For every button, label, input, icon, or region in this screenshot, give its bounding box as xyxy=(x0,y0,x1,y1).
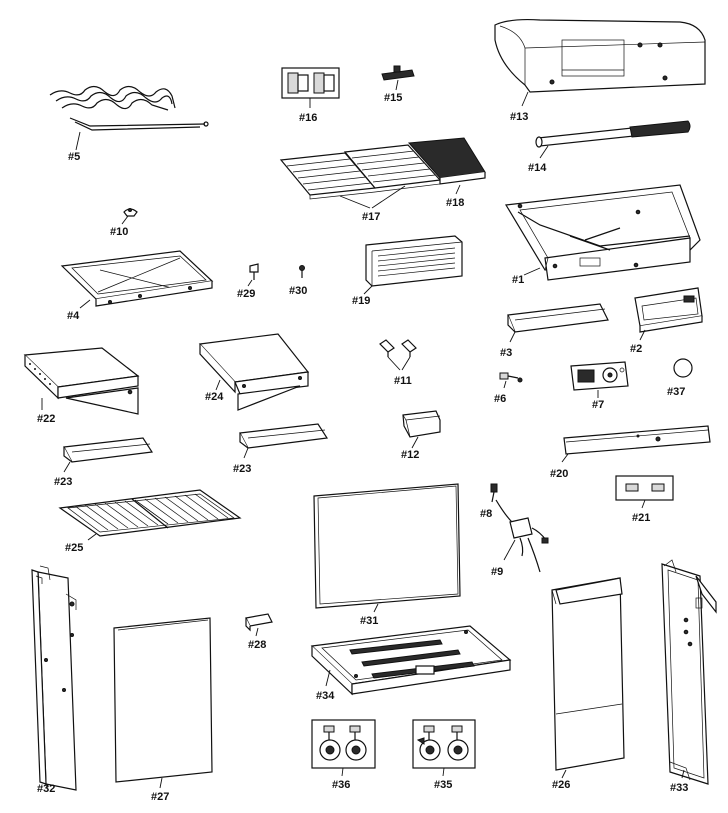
label-part-37: #37 xyxy=(667,386,685,398)
part-29-fastener xyxy=(249,263,259,280)
part-8-probe xyxy=(490,483,498,503)
part-23-panel-left xyxy=(63,437,154,463)
part-16-hinges xyxy=(281,67,340,99)
label-part-33: #33 xyxy=(670,782,688,794)
label-part-22: #22 xyxy=(37,413,55,425)
part-5-heating-element xyxy=(49,85,209,131)
label-part-17: #17 xyxy=(362,211,380,223)
label-part-16: #16 xyxy=(299,112,317,124)
label-part-9: #9 xyxy=(491,566,503,578)
part-3-control-cover xyxy=(507,303,609,333)
label-part-27: #27 xyxy=(151,791,169,803)
label-part-5: #5 xyxy=(68,151,80,163)
part-7-control-board xyxy=(570,361,629,391)
label-part-11: #11 xyxy=(394,375,412,387)
label-part-10: #10 xyxy=(110,226,128,238)
label-part-12: #12 xyxy=(401,449,419,461)
label-part-4: #4 xyxy=(67,310,80,322)
label-part-24: #24 xyxy=(205,391,224,403)
part-24-side-shelf xyxy=(198,333,310,411)
label-part-23-right: #23 xyxy=(233,463,251,475)
label-part-2: #2 xyxy=(630,343,642,355)
part-27-door xyxy=(113,617,213,783)
part-10-bracket xyxy=(123,208,138,217)
part-18-griddle-plate xyxy=(407,137,486,185)
label-part-7: #7 xyxy=(592,399,604,411)
label-part-28: #28 xyxy=(248,639,266,651)
label-part-26: #26 xyxy=(552,779,570,791)
part-11-brackets xyxy=(379,339,417,357)
part-19-vent-panel xyxy=(365,235,463,287)
part-35-locking-casters xyxy=(412,719,476,769)
part-9-power-supply xyxy=(495,499,549,573)
part-28-bracket xyxy=(245,613,273,632)
label-part-31: #31 xyxy=(360,615,378,627)
label-part-29: #29 xyxy=(237,288,255,300)
label-part-20: #20 xyxy=(550,468,568,480)
label-part-30: #30 xyxy=(289,285,307,297)
label-part-19: #19 xyxy=(352,295,370,307)
label-part-21: #21 xyxy=(632,512,650,524)
part-30-screw xyxy=(299,265,305,278)
part-26-right-door xyxy=(551,577,625,771)
label-part-8: #8 xyxy=(480,508,492,520)
part-15-clip xyxy=(381,65,415,81)
label-part-15: #15 xyxy=(384,92,402,104)
part-23-panel-right xyxy=(239,423,329,449)
part-21-clips xyxy=(615,475,674,501)
label-part-34: #34 xyxy=(316,690,335,702)
part-36-casters xyxy=(311,719,376,769)
label-part-13: #13 xyxy=(510,111,528,123)
part-34-base-frame xyxy=(310,625,512,696)
part-14-handle xyxy=(535,120,691,148)
part-33-right-side-panel xyxy=(661,559,717,785)
part-22-side-shelf xyxy=(23,347,140,415)
part-1-firebox xyxy=(505,184,701,281)
label-part-36: #36 xyxy=(332,779,350,791)
part-25-warming-rack xyxy=(58,489,242,537)
label-part-14: #14 xyxy=(528,162,547,174)
part-12-grease-cup xyxy=(402,410,441,438)
label-part-1: #1 xyxy=(512,274,524,286)
part-2-controller-box xyxy=(634,287,703,333)
part-6-igniter xyxy=(499,372,523,383)
label-part-32: #32 xyxy=(37,783,55,795)
label-part-3: #3 xyxy=(500,347,512,359)
label-part-35: #35 xyxy=(434,779,452,791)
part-32-left-side-panel xyxy=(31,565,77,791)
label-part-25: #25 xyxy=(65,542,83,554)
part-31-back-panel xyxy=(313,483,461,609)
part-13-hood-lid xyxy=(494,18,706,93)
label-part-23-left: #23 xyxy=(54,476,72,488)
part-17-cooking-grates xyxy=(279,144,442,200)
label-part-18: #18 xyxy=(446,197,464,209)
part-4-bottom-tray xyxy=(60,250,214,307)
part-37-knob xyxy=(673,358,693,378)
label-part-6: #6 xyxy=(494,393,506,405)
part-20-front-rail xyxy=(563,425,711,455)
